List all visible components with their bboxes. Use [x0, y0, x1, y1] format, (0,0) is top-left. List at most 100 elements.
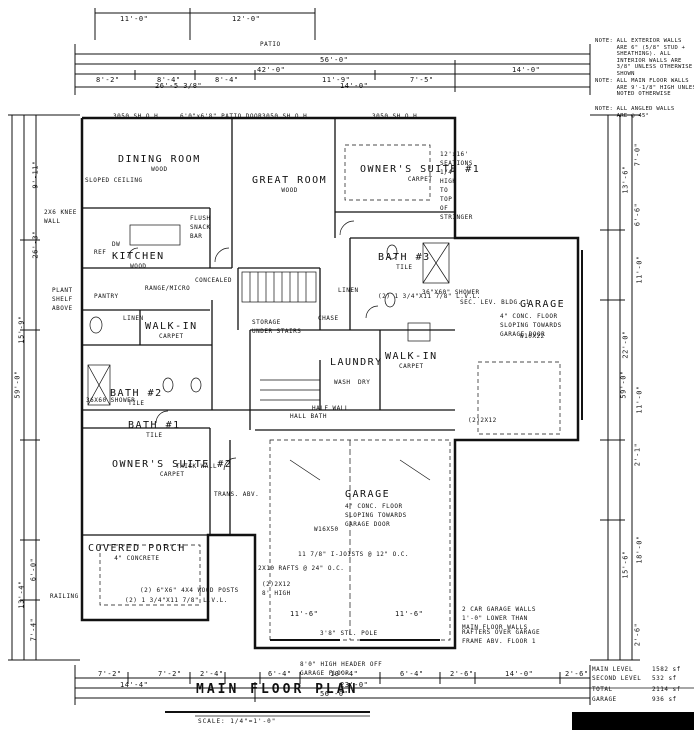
dim-top-12ft: 12'-0"	[232, 15, 261, 23]
callout-window-1: 3050 SH O.H.	[113, 113, 163, 120]
dim-garage-right: 11'-6"	[395, 610, 424, 618]
callout-posts: (2) 6"X6" 4X4 WOOD POSTS	[140, 587, 239, 594]
callout-patio: PATIO	[260, 41, 281, 48]
dim-left-2: 15'-9"	[17, 315, 26, 344]
room-garage-right: GARAGE	[520, 299, 566, 310]
dim-bot-0: 7'-2"	[98, 670, 122, 678]
dim-bot-14ft4: 14'-4"	[120, 681, 149, 689]
callout-window-3: 3050 SH O.H.	[372, 113, 422, 120]
room-pantry: PANTRY	[94, 293, 119, 300]
dim-garage-left: 11'-6"	[290, 610, 319, 618]
callout-shower-2: 36"X60" SHOWER	[422, 289, 480, 296]
dim-bot-23ft: 23'-0"	[340, 681, 369, 689]
callout-w10x22: W10X22	[520, 333, 545, 340]
plan-scale: SCALE: 1/4"=1'-0"	[198, 718, 277, 725]
dim-right-4: 22'-0"	[621, 330, 630, 359]
callout-knee-wall: 2X6 KNEE WALL	[44, 209, 77, 225]
callout-sec-lev: SEC. LEV. BLDG. 1	[460, 299, 530, 306]
area-second-value: 532 sf	[652, 675, 677, 682]
dim-top-14ft: 14'-0"	[512, 66, 541, 74]
dim-top-8ft2: 8'-2"	[96, 76, 120, 84]
dim-top-8ft4a: 8'-4"	[157, 76, 181, 84]
callout-plant-shelf: PLANT SHELF ABOVE	[52, 287, 73, 312]
area-total-value: 2114 sf	[652, 686, 681, 693]
dim-right-8: 15'-6"	[621, 550, 630, 579]
garage-main-floor: 4" CONC. FLOOR SLOPING TOWARDS GARAGE DO…	[345, 503, 407, 528]
dim-right-3: 11'-0"	[635, 255, 644, 284]
callout-sloped-ceiling: SLOPED CEILING	[85, 177, 143, 184]
dim-left-5: 7'-4"	[29, 617, 38, 642]
callout-2x12-high: (2)2X12 8' HIGH	[262, 581, 291, 597]
dim-left-3: 13'-4"	[17, 580, 26, 609]
callout-wash: WASH	[334, 379, 351, 386]
callout-ijoists: 11 7/8" I-JOISTS @ 12" O.C.	[298, 551, 410, 558]
dim-bot-4: 10'-4"	[330, 670, 359, 678]
area-total-label: TOTAL	[592, 686, 613, 693]
area-main-label: MAIN LEVEL	[592, 666, 634, 673]
callout-half-wall: HALF WALL	[312, 405, 350, 412]
callout-garage-walls: 2 CAR GARAGE WALLS 1'-0" LOWER THAN MAIN…	[462, 606, 537, 631]
callout-chase: CHASE	[318, 315, 339, 322]
callout-header: 8'0" HIGH HEADER OFF GARAGE FLOOR	[300, 661, 383, 677]
area-second-label: SECOND LEVEL	[592, 675, 642, 682]
callout-concealed: CONCEALED	[195, 277, 233, 284]
callout-window-2: 3050 SH O.H.	[262, 113, 312, 120]
dim-bot-5: 6'-4"	[400, 670, 424, 678]
dim-bot-6: 2'-6"	[450, 670, 474, 678]
dim-bot-8: 2'-6"	[565, 670, 589, 678]
callout-ref: REF	[94, 249, 107, 256]
callout-range: RANGE/MICRO	[145, 285, 191, 292]
room-storage: STORAGE UNDER STAIRS	[252, 319, 302, 335]
callout-steel-pole: 3'8" STL. POLE	[320, 630, 378, 637]
dim-right-total: 59'-0"	[619, 370, 628, 399]
plan-title: MAIN FLOOR PLAN	[196, 682, 359, 697]
dim-top-26ft: 26'-5 3/8"	[155, 82, 203, 90]
dim-top-56ft: 56'-0"	[320, 56, 349, 64]
dim-right-2: 6'-6"	[633, 202, 642, 227]
note-main-floor-walls: NOTE: ALL MAIN FLOOR WALLS ARE 9'-1/8" H…	[595, 78, 694, 97]
dim-bot-1: 7'-2"	[158, 670, 182, 678]
area-garage-value: 936 sf	[652, 696, 677, 703]
room-hall-bath: HALL BATH	[290, 413, 328, 420]
callout-rafters: 2X10 RAFTS @ 24" O.C.	[258, 565, 345, 572]
callout-seations: 12'x16' SEATIONS 1/4" HIGH TO TOP OF STR…	[440, 151, 473, 221]
callout-thick-wall: THICK WALL	[176, 463, 218, 470]
dim-bot-3: 6'-4"	[268, 670, 292, 678]
dim-top-14ft-b: 14'-0"	[340, 82, 369, 90]
note-exterior-walls: NOTE: ALL EXTERIOR WALLS ARE 6" (5/8" ST…	[595, 38, 693, 77]
dim-left-4: 6'-0"	[29, 557, 38, 582]
callout-shower-1: 36X60 SHOWER	[86, 397, 136, 404]
dim-right-9: 2'-6"	[633, 622, 642, 647]
callout-dw: DW	[112, 241, 121, 248]
dim-bot-7: 14'-0"	[505, 670, 534, 678]
dim-top-7ft5: 7'-5"	[410, 76, 434, 84]
dim-right-0: 7'-0"	[633, 142, 642, 167]
callout-snack-bar: FLUSH SNACK BAR	[190, 215, 211, 240]
dim-top-42ft: 42'-0"	[257, 66, 286, 74]
dim-right-5: 11'-0"	[635, 385, 644, 414]
callout-transom: TRANS. ABV.	[214, 491, 260, 498]
callout-2x12-a: (2)2X12	[468, 417, 497, 424]
room-garage-main: GARAGE	[345, 489, 391, 500]
room-linen-2: LINEN	[338, 287, 359, 294]
dim-top-8ft4b: 8'-4"	[215, 76, 239, 84]
garage-right-floor: 4" CONC. FLOOR SLOPING TOWARDS GARAGE DO…	[500, 313, 562, 338]
area-main-value: 1582 sf	[652, 666, 681, 673]
dim-right-7: 18'-0"	[635, 535, 644, 564]
room-laundry: LAUNDRY	[330, 357, 383, 368]
callout-rafters-over: RAFTERS OVER GARAGE FRAME ABV. FLOOR 1	[462, 629, 541, 645]
callout-patio-door: 6'0"x6'8" PATIO DOOR	[180, 113, 263, 120]
callout-lvl-2: (2) 1 3/4"X11 7/8" L.V.L.	[125, 597, 228, 604]
title-block-bar	[572, 712, 694, 730]
note-angled-walls: NOTE: ALL ANGLED WALLS ARE @ 45°	[595, 106, 675, 119]
